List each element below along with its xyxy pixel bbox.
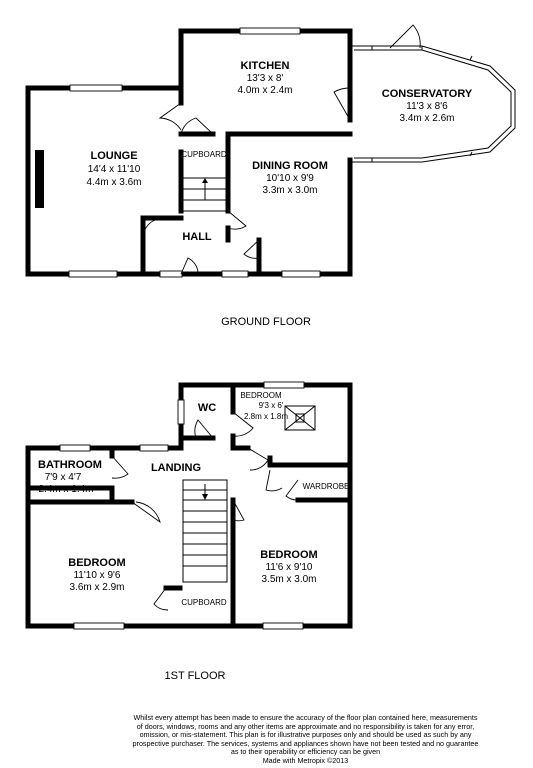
disclaimer: Whilst every attempt has been made to en… (108, 713, 503, 766)
bedroom-left-name: BEDROOM (68, 557, 125, 569)
kitchen-name: KITCHEN (241, 60, 290, 72)
bedroom-right-metric: 3.5m x 3.0m (261, 574, 316, 585)
conservatory-metric: 3.4m x 2.6m (399, 113, 454, 124)
conservatory-name: CONSERVATORY (382, 88, 473, 100)
dining-room-imperial: 10'10 x 9'9 (266, 173, 314, 184)
window (221, 270, 249, 278)
window (177, 399, 185, 425)
wardrobe-label: WARDROBE (303, 482, 350, 491)
bathroom-imperial: 7'9 x 4'7 (45, 472, 82, 483)
window (68, 270, 118, 278)
window (139, 444, 169, 452)
hall-name: HALL (182, 231, 212, 243)
disclaimer-line: omission, or mis-statement. This plan is… (139, 730, 472, 740)
window (73, 622, 125, 630)
bedroom-right-imperial: 11'6 x 9'10 (265, 562, 312, 573)
dining-room-name: DINING ROOM (252, 160, 328, 172)
ground-floor-label: GROUND FLOOR (221, 316, 311, 328)
bedroom-right-name: BEDROOM (260, 549, 317, 561)
disclaimer-line: prospective purchaser. The services, sys… (132, 738, 479, 748)
bedroom-small-metric: 2.8m x 1.8m (244, 412, 288, 421)
window (159, 270, 183, 278)
lounge-imperial: 14'4 x 11'10 (88, 164, 141, 175)
disclaimer-credit: Made with Metropix ©2013 (262, 755, 349, 765)
bedroom-left-imperial: 11'10 x 9'6 (73, 570, 120, 581)
disclaimer-line: of doors, windows, rooms and any other i… (136, 721, 475, 731)
cupboard-label: CUPBOARD (181, 598, 227, 607)
bedroom-small-imperial: 9'3 x 6' (259, 401, 284, 410)
dining-room-metric: 3.3m x 3.0m (262, 185, 317, 196)
cupboard-label: CUPBOARD (181, 150, 227, 159)
first-floor-label: 1ST FLOOR (165, 670, 226, 682)
kitchen-imperial: 13'3 x 8' (247, 73, 284, 84)
window (263, 381, 305, 389)
first-floor-plan: WC BEDROOM 9'3 x 6' 2.8m x 1.8m BATHROOM… (25, 381, 353, 682)
disclaimer-line: as to their operability or efficiency ca… (230, 747, 381, 757)
wc-name: WC (198, 402, 216, 414)
window (69, 84, 123, 92)
window (59, 444, 91, 452)
window (281, 270, 321, 278)
kitchen-metric: 4.0m x 2.4m (237, 85, 292, 96)
bedroom-small-name: BEDROOM (240, 391, 282, 400)
bedroom-left-metric: 3.6m x 2.9m (69, 582, 124, 593)
bathroom-name: BATHROOM (38, 459, 102, 471)
window (262, 622, 304, 630)
window (239, 27, 301, 35)
disclaimer-line: Whilst every attempt has been made to en… (133, 713, 478, 722)
conservatory-imperial: 11'3 x 8'6 (406, 101, 448, 112)
landing-name: LANDING (151, 462, 201, 474)
lounge-metric: 4.4m x 3.6m (86, 177, 141, 188)
ground-floor-plan: KITCHEN 13'3 x 8' 4.0m x 2.4m CONSERVATO… (25, 24, 516, 328)
bathroom-metric: 2.4m x 1.4m (38, 484, 93, 495)
lounge-name: LOUNGE (90, 150, 137, 162)
